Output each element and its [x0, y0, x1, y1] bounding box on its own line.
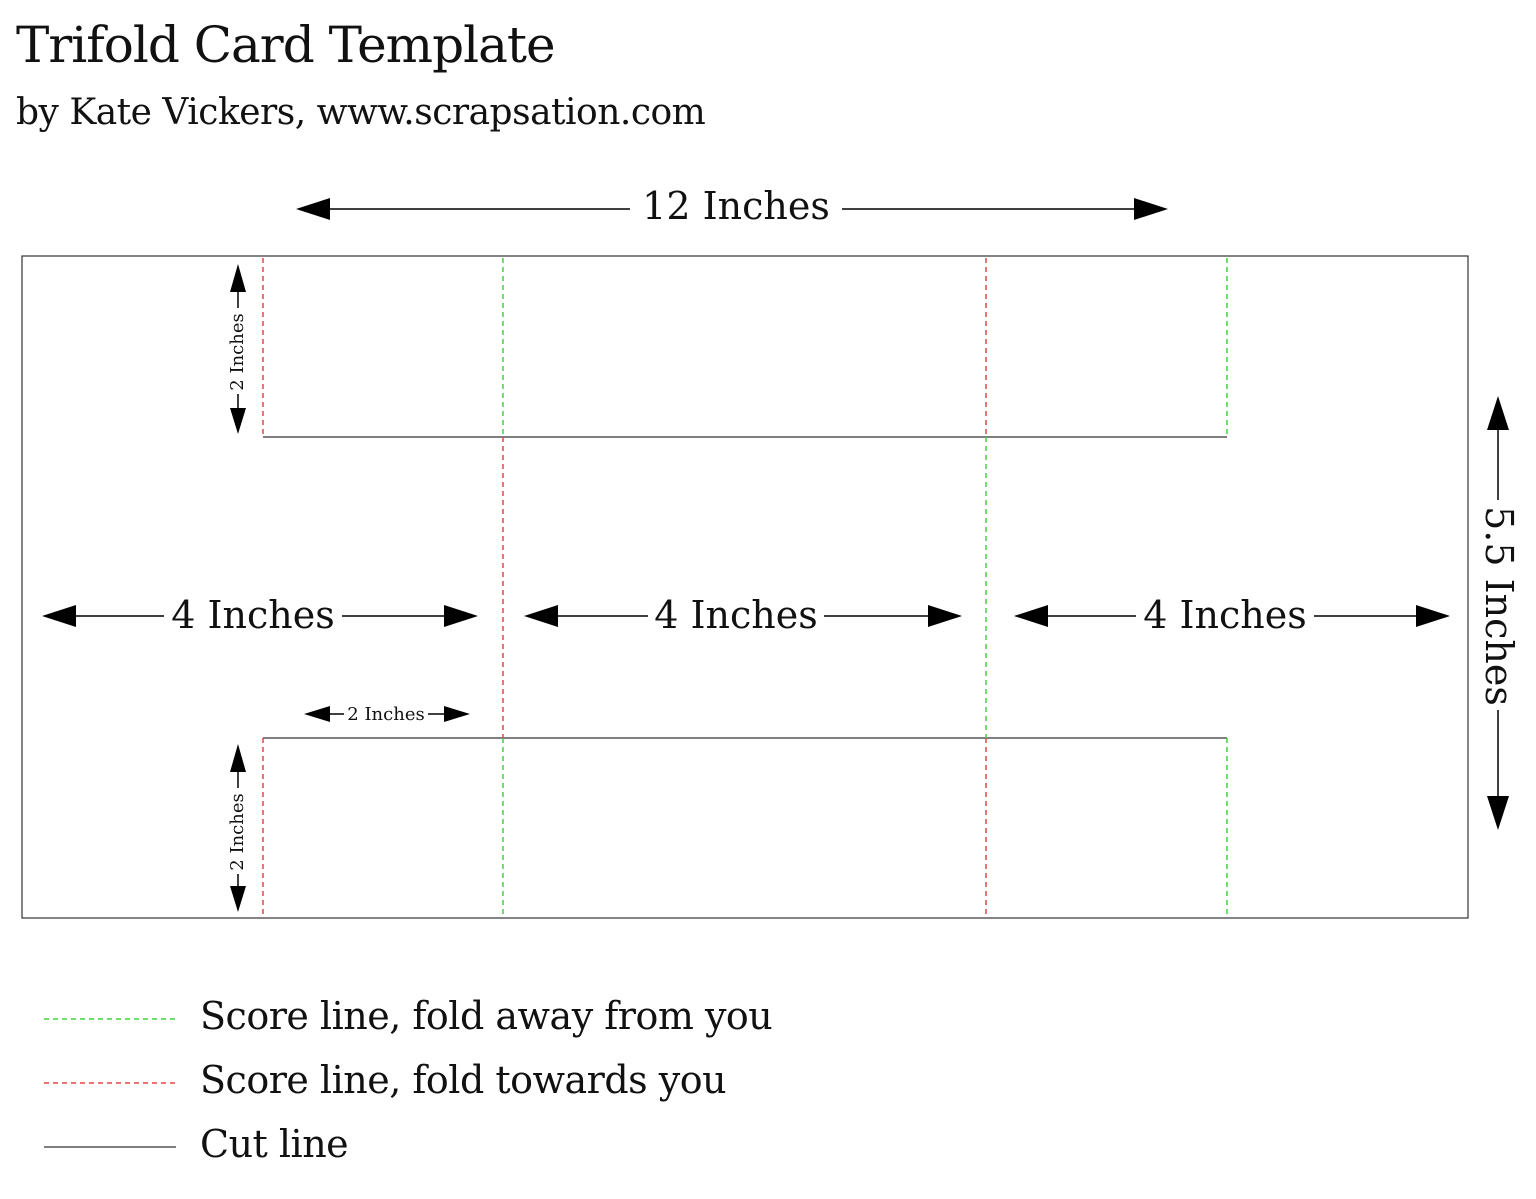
arrow-left-icon — [524, 605, 558, 627]
dimension-flap-bottom-height: 2 Inches — [227, 744, 248, 912]
page-subtitle: by Kate Vickers, www.scrapsation.com — [16, 92, 706, 133]
dimension-label: 2 Inches — [347, 704, 424, 725]
dimension-panel-left: 4 Inches — [42, 593, 478, 637]
arrow-right-icon — [928, 605, 962, 627]
arrow-up-icon — [1487, 396, 1509, 430]
dimension-label: 4 Inches — [171, 593, 335, 637]
dimension-label: 2 Inches — [227, 313, 248, 390]
arrow-left-icon — [304, 706, 330, 722]
arrow-down-icon — [1487, 796, 1509, 830]
page-title: Trifold Card Template — [16, 16, 556, 74]
dimension-panel-middle: 4 Inches — [524, 593, 962, 637]
arrow-right-icon — [444, 605, 478, 627]
arrow-left-icon — [1014, 605, 1048, 627]
dimension-panel-right: 4 Inches — [1014, 593, 1450, 637]
dimension-flap-offset: 2 Inches — [304, 704, 470, 725]
dimension-label: 2 Inches — [227, 793, 248, 870]
arrow-right-icon — [444, 706, 470, 722]
legend-label-score-towards: Score line, fold towards you — [200, 1058, 727, 1102]
dimension-label: 12 Inches — [642, 184, 830, 228]
dimension-total-width: 12 Inches — [296, 184, 1168, 228]
legend-label-cut: Cut line — [200, 1122, 349, 1166]
legend-label-score-away: Score line, fold away from you — [200, 994, 773, 1038]
arrow-right-icon — [1416, 605, 1450, 627]
arrow-down-icon — [230, 408, 246, 434]
dimension-flap-top-height: 2 Inches — [227, 264, 248, 434]
arrow-down-icon — [230, 886, 246, 912]
arrow-up-icon — [230, 264, 246, 292]
dimension-label: 5.5 Inches — [1477, 506, 1521, 706]
card-outline — [21, 255, 1469, 919]
dimension-height: 5.5 Inches — [1477, 396, 1521, 830]
arrow-up-icon — [230, 744, 246, 772]
dimension-label: 4 Inches — [1143, 593, 1307, 637]
arrow-left-icon — [42, 605, 76, 627]
dimension-label: 4 Inches — [654, 593, 818, 637]
arrow-left-icon — [296, 198, 330, 220]
arrow-right-icon — [1134, 198, 1168, 220]
